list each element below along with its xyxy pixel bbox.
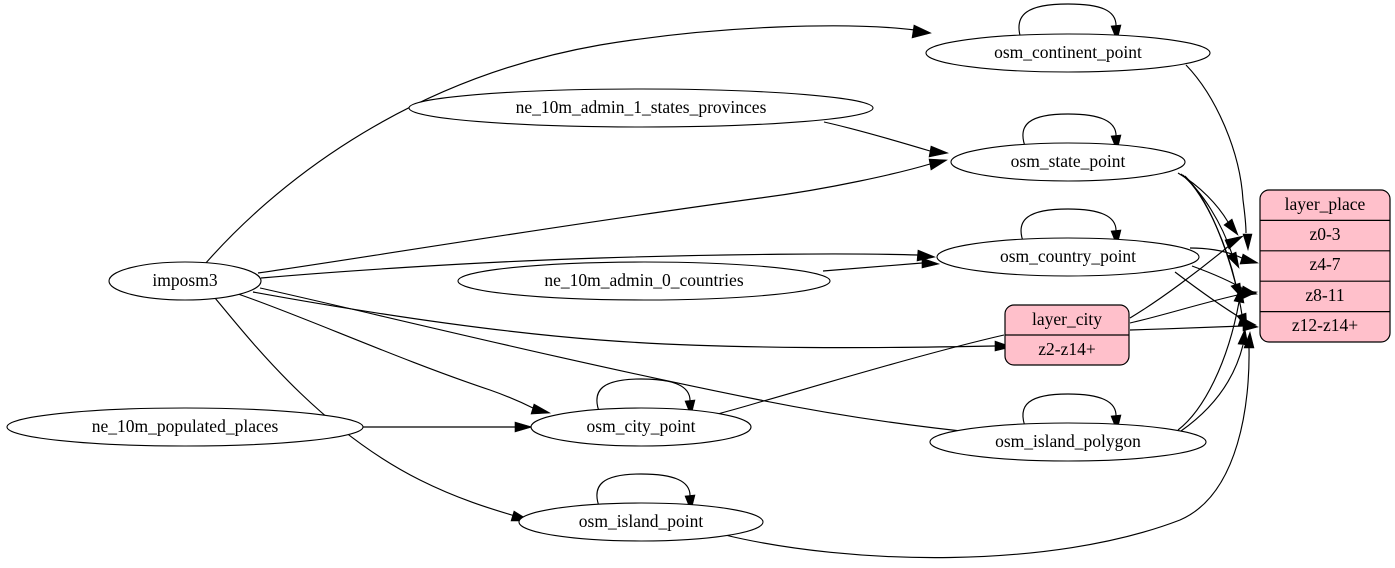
node-osm-country-point[interactable]: osm_country_point	[936, 237, 1200, 277]
record-row-z2-z14plus[interactable]: z2-z14+	[1038, 339, 1096, 359]
arrowhead	[1110, 24, 1122, 42]
node-shape-ne-10m-populated-places[interactable]	[6, 407, 364, 447]
record-row-layer-place-header: layer_place	[1285, 194, 1366, 214]
arrowhead	[1233, 286, 1245, 304]
record-row-z8-11[interactable]: z8-11	[1305, 285, 1344, 305]
edge-osm-island-polygon-to-z12-z14	[1180, 344, 1244, 432]
edge-states-provinces-to-osm-state-point	[823, 121, 931, 152]
node-label-ne-10m-admin-0-countries: ne_10m_admin_0_countries	[544, 270, 743, 290]
node-shape-osm-state-point[interactable]	[950, 142, 1186, 182]
self-loop-osm-state-point	[1022, 113, 1117, 150]
edge-layer-city-to-z8-11	[1129, 293, 1243, 324]
edge-admin0-countries-to-osm-country-point	[822, 262, 923, 272]
record-node-layer: layer_place z0-3 z4-7 z8-11 z12-z14+ lay…	[1004, 189, 1391, 366]
self-loop-osm-continent-point	[1018, 3, 1117, 40]
node-osm-continent-point[interactable]: osm_continent_point	[925, 33, 1211, 73]
edge-osm-state-point-to-z8-11	[1182, 174, 1237, 286]
node-label-osm-island-point: osm_island_point	[579, 511, 704, 531]
edge-imposm3-to-osm-island-polygon	[259, 287, 981, 434]
node-osm-island-polygon[interactable]: osm_island_polygon	[929, 422, 1207, 462]
node-label-imposm3: imposm3	[152, 270, 217, 290]
edge-imposm3-to-osm-continent-point	[204, 25, 916, 265]
arrowhead	[916, 249, 936, 262]
arrowhead	[684, 494, 696, 512]
edge-imposm3-to-osm-country-point	[260, 253, 919, 279]
edge-osm-country-point-to-z12-z14	[1174, 271, 1245, 321]
node-shape-osm-city-point[interactable]	[530, 407, 752, 447]
arrowhead	[530, 403, 552, 415]
node-shape-ne-10m-admin-0-countries[interactable]	[457, 261, 831, 301]
node-label-osm-country-point: osm_country_point	[1000, 246, 1136, 266]
node-layer: imposm3 ne_10m_admin_1_states_provinces …	[6, 33, 1211, 542]
node-label-osm-island-polygon: osm_island_polygon	[995, 431, 1141, 451]
node-ne-10m-populated-places[interactable]: ne_10m_populated_places	[6, 407, 364, 447]
edge-osm-state-point-to-z12-z14	[1184, 175, 1243, 316]
node-shape-osm-island-polygon[interactable]	[929, 422, 1207, 462]
arrowhead	[684, 399, 696, 417]
arrowhead	[928, 145, 950, 158]
arrowhead	[911, 24, 932, 39]
arrowhead	[1237, 328, 1249, 346]
self-loop-osm-island-polygon	[1022, 393, 1117, 430]
edge-layer	[204, 3, 1259, 559]
arrowhead	[1242, 233, 1253, 252]
edge-osm-continent-point-to-z0-3	[1185, 64, 1247, 234]
record-row-z12-z14plus[interactable]: z12-z14+	[1292, 315, 1358, 335]
arrowhead	[928, 158, 948, 171]
node-label-ne-10m-populated-places: ne_10m_populated_places	[92, 416, 279, 436]
edge-osm-country-point-to-z8-11	[1191, 265, 1246, 291]
arrowhead	[921, 257, 941, 269]
node-shape-imposm3[interactable]	[108, 261, 262, 301]
arrowhead	[1242, 320, 1259, 332]
node-osm-city-point[interactable]: osm_city_point	[530, 407, 752, 447]
arrowhead	[1110, 134, 1122, 152]
arrowhead	[1110, 229, 1122, 247]
node-osm-state-point[interactable]: osm_state_point	[950, 142, 1186, 182]
node-imposm3[interactable]: imposm3	[108, 261, 262, 301]
edge-layer-city-to-z12-z14	[1129, 325, 1244, 331]
node-shape-osm-continent-point[interactable]	[925, 33, 1211, 73]
edge-imposm3-to-osm-city-point	[237, 293, 536, 410]
arrowhead	[1243, 330, 1255, 349]
record-node-layer-city[interactable]: layer_city z2-z14+	[1004, 304, 1130, 366]
arrowhead	[1223, 218, 1239, 236]
arrowhead	[1224, 235, 1245, 250]
arrowhead	[994, 340, 1014, 352]
record-row-z4-7[interactable]: z4-7	[1309, 254, 1340, 274]
edge-osm-island-polygon-to-z8-11	[1177, 301, 1240, 431]
self-loop-osm-island-point	[596, 473, 691, 510]
self-loop-osm-country-point	[1020, 208, 1117, 245]
node-ne-10m-admin-1-states-provinces[interactable]: ne_10m_admin_1_states_provinces	[408, 88, 874, 128]
node-shape-ne-10m-admin-1-states-provinces[interactable]	[408, 88, 874, 128]
node-label-osm-state-point: osm_state_point	[1011, 151, 1126, 171]
edge-layer-city-to-z0-3	[1129, 244, 1231, 319]
node-osm-island-point[interactable]: osm_island_point	[518, 502, 764, 542]
node-label-ne-10m-admin-1-states-provinces: ne_10m_admin_1_states_provinces	[516, 97, 767, 117]
node-shape-osm-country-point[interactable]	[936, 237, 1200, 277]
record-row-z0-3[interactable]: z0-3	[1309, 224, 1340, 244]
edge-imposm3-to-osm-state-point	[257, 163, 931, 274]
record-row-layer-city-header: layer_city	[1032, 309, 1102, 329]
edge-osm-state-point-to-z4-7	[1180, 173, 1233, 255]
edge-osm-country-point-to-z4-7	[1189, 247, 1245, 260]
record-box-layer-place[interactable]	[1259, 189, 1391, 343]
node-label-osm-continent-point: osm_continent_point	[994, 42, 1142, 62]
arrowhead	[1239, 253, 1259, 265]
record-node-layer-place[interactable]: layer_place z0-3 z4-7 z8-11 z12-z14+	[1259, 189, 1391, 343]
arrowhead	[514, 421, 534, 433]
node-shape-osm-island-point[interactable]	[518, 502, 764, 542]
node-ne-10m-admin-0-countries[interactable]: ne_10m_admin_0_countries	[457, 261, 831, 301]
edge-imposm3-to-osm-island-point	[214, 297, 516, 517]
edge-osm-island-point-to-z12-z14	[724, 347, 1250, 559]
self-loop-osm-city-point	[596, 378, 691, 415]
node-label-osm-city-point: osm_city_point	[587, 416, 696, 436]
